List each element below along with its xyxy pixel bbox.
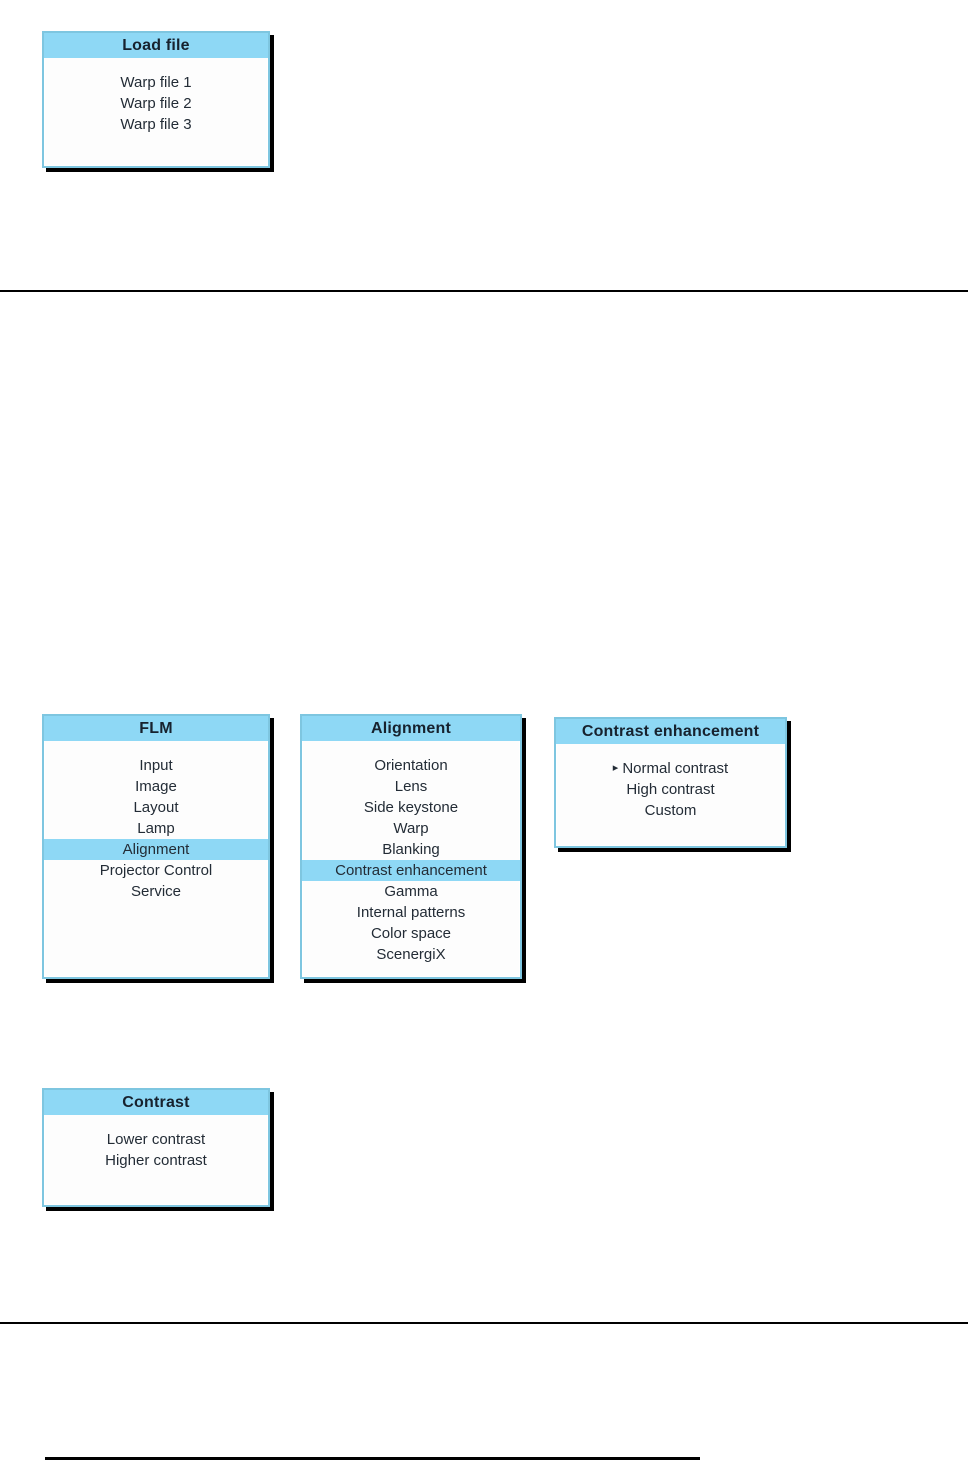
menu-item[interactable]: ScenergiX	[302, 944, 520, 965]
menu-item[interactable]: Service	[44, 881, 268, 902]
menu-item[interactable]: Warp	[302, 818, 520, 839]
menu-item[interactable]: Image	[44, 776, 268, 797]
page-divider-bottom	[0, 1322, 968, 1324]
menu-item-label: Service	[130, 883, 182, 900]
menu-item[interactable]: Alignment	[44, 839, 268, 860]
menu-item-label: Warp file 3	[120, 116, 192, 133]
menu-item[interactable]: Blanking	[302, 839, 520, 860]
menu-item-label: Warp	[393, 820, 429, 837]
footnote-separator	[45, 1457, 700, 1460]
menu-item-label: Higher contrast	[105, 1152, 207, 1169]
menu-item-label: Warp file 1	[120, 74, 192, 91]
menu-item[interactable]: Warp file 3	[44, 114, 268, 135]
menu-item-label: Image	[135, 778, 177, 795]
menu-item-label: Gamma	[384, 883, 438, 900]
menu-item[interactable]: High contrast	[556, 779, 785, 800]
menu-item[interactable]: Side keystone	[302, 797, 520, 818]
menu-item-label: Contrast enhancement	[335, 862, 487, 879]
menu-item-label: Normal contrast	[622, 760, 729, 777]
page-divider-top	[0, 290, 968, 292]
selection-arrow-icon: ▸	[612, 762, 619, 774]
menu-item-label: Lens	[394, 778, 428, 795]
menu-item-label: Input	[139, 757, 173, 774]
osd-body-load-file: Warp file 1 Warp file 2 Warp file 3	[44, 58, 268, 135]
menu-item-label: Lower contrast	[106, 1131, 206, 1148]
menu-item-label: Color space	[370, 925, 452, 942]
menu-item-label: ScenergiX	[376, 946, 446, 963]
menu-item[interactable]: Color space	[302, 923, 520, 944]
menu-item-label: Projector Control	[99, 862, 213, 879]
menu-item[interactable]: Gamma	[302, 881, 520, 902]
menu-item-label: Internal patterns	[356, 904, 466, 921]
menu-item-label: Alignment	[122, 841, 190, 858]
osd-title-contrast: Contrast	[44, 1090, 268, 1115]
menu-item[interactable]: Input	[44, 755, 268, 776]
menu-item[interactable]: Projector Control	[44, 860, 268, 881]
menu-item-label: Side keystone	[363, 799, 459, 816]
menu-item[interactable]: Contrast enhancement	[302, 860, 520, 881]
menu-item[interactable]: Orientation	[302, 755, 520, 776]
menu-item[interactable]: Internal patterns	[302, 902, 520, 923]
menu-item[interactable]: Lens	[302, 776, 520, 797]
menu-item[interactable]: Warp file 2	[44, 93, 268, 114]
menu-item-label: Orientation	[374, 757, 448, 774]
osd-title-alignment: Alignment	[302, 716, 520, 741]
menu-item[interactable]: Layout	[44, 797, 268, 818]
menu-item-label: Lamp	[137, 820, 175, 837]
menu-item[interactable]: Custom	[556, 800, 785, 821]
menu-item-label: Custom	[644, 802, 697, 819]
osd-title-flm: FLM	[44, 716, 268, 741]
menu-item[interactable]: Lower contrast	[44, 1129, 268, 1150]
menu-item[interactable]: Warp file 1	[44, 72, 268, 93]
menu-item-label: High contrast	[626, 781, 715, 798]
menu-item-label: Warp file 2	[120, 95, 192, 112]
menu-item[interactable]: Lamp	[44, 818, 268, 839]
menu-item-label: Blanking	[382, 841, 440, 858]
menu-item[interactable]: ▸Normal contrast	[556, 758, 785, 779]
menu-item[interactable]: Higher contrast	[44, 1150, 268, 1171]
osd-title-load-file: Load file	[44, 33, 268, 58]
menu-item-label: Layout	[133, 799, 179, 816]
osd-title-contrast-enhancement: Contrast enhancement	[556, 719, 785, 744]
